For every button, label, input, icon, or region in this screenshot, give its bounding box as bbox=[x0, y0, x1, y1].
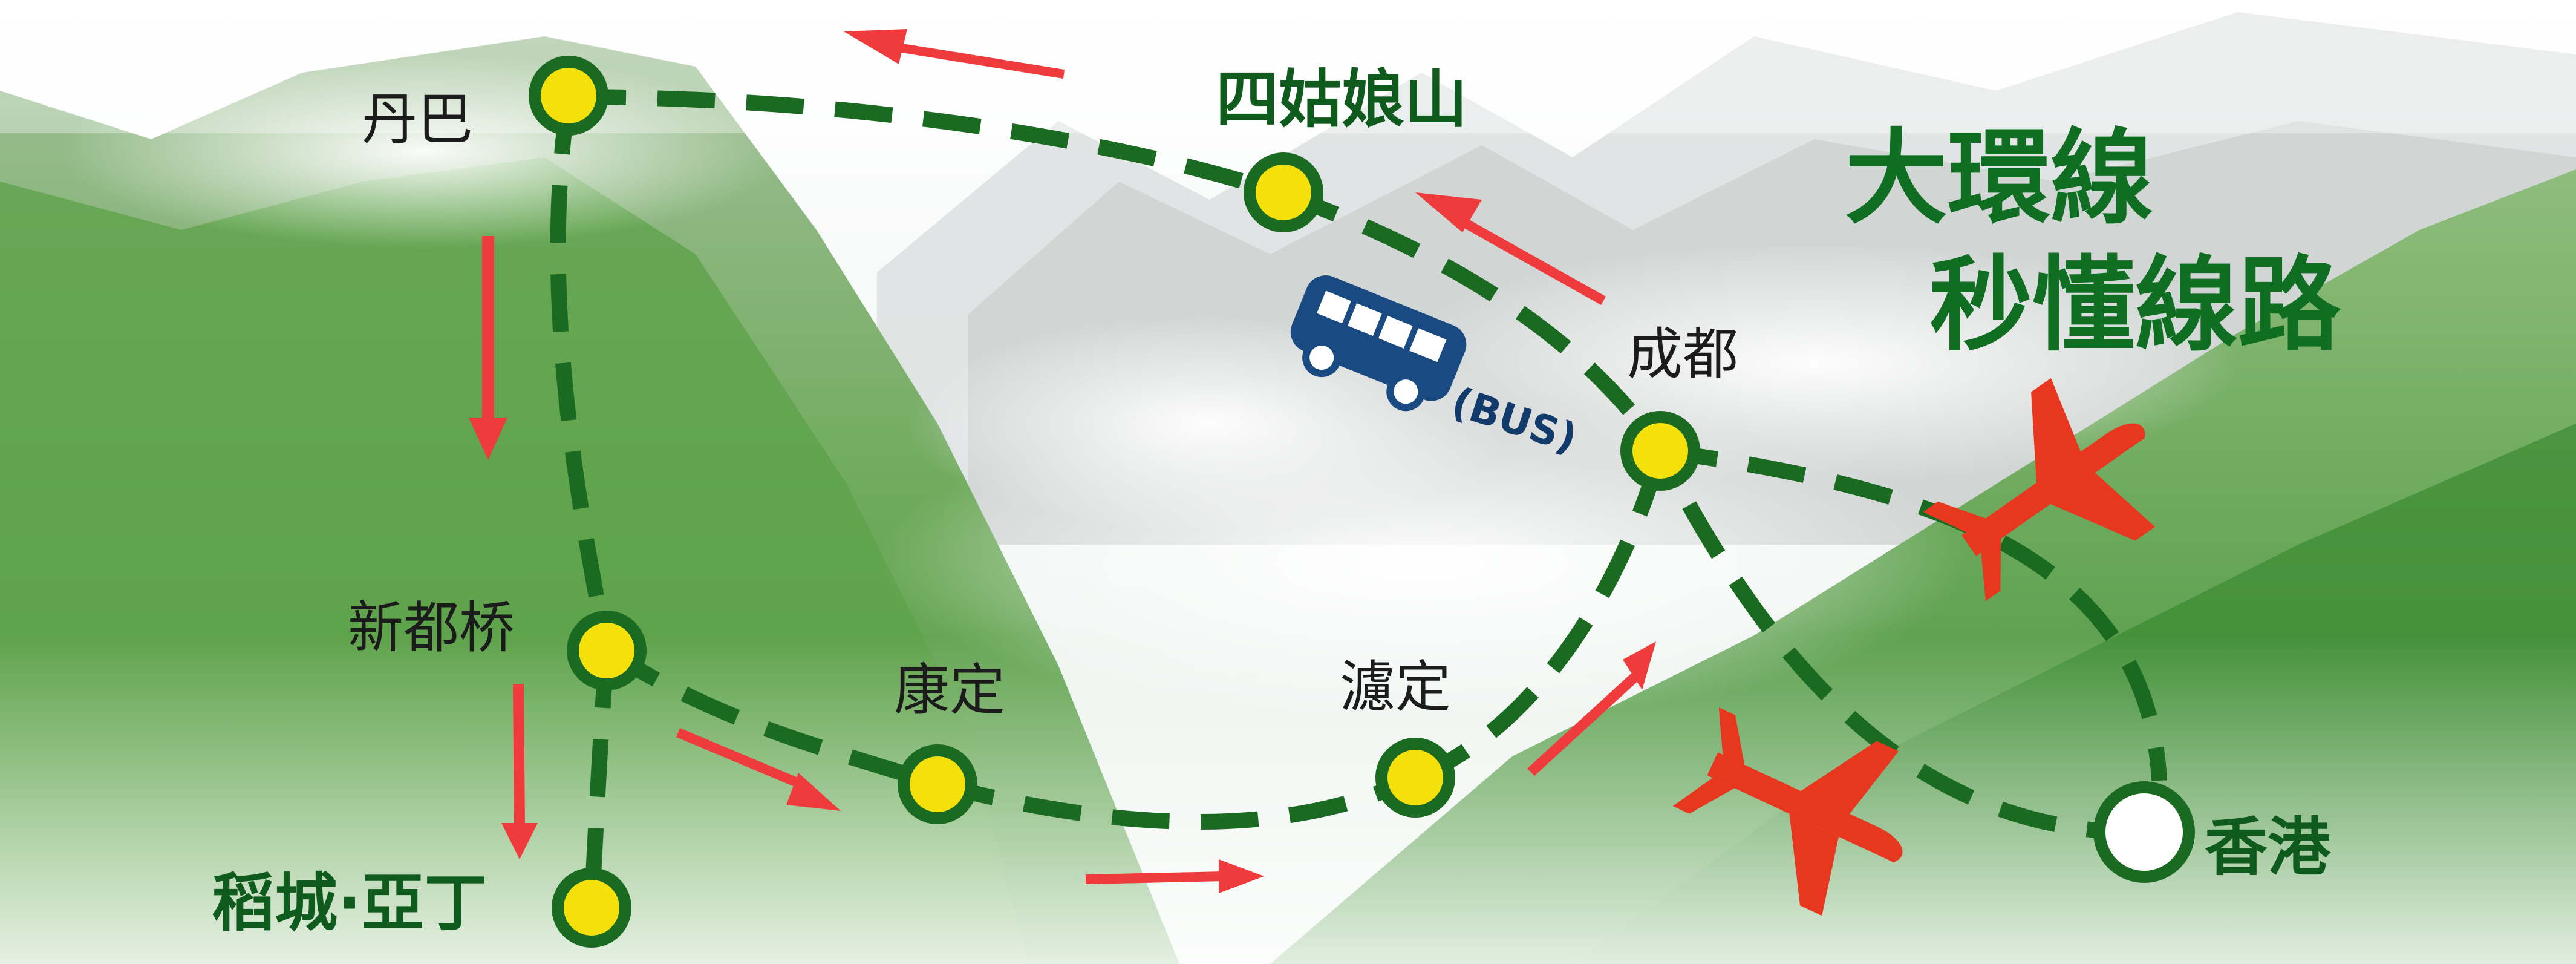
station-marker-danba bbox=[529, 56, 608, 136]
direction-arrow bbox=[1527, 641, 1656, 776]
route-siguniangshan-chengdu bbox=[1279, 186, 1667, 456]
station-marker-daocheng bbox=[552, 868, 631, 948]
station-marker-chengdu bbox=[1620, 411, 1700, 491]
station-marker-xinduqiao bbox=[567, 611, 647, 690]
station-marker-kangding bbox=[898, 744, 977, 824]
airplane-icon bbox=[1672, 707, 1903, 916]
station-label-danba: 丹巴 bbox=[362, 87, 474, 152]
station-label-siguniangshan: 四姑娘山 bbox=[1216, 62, 1468, 136]
map-title-line-2: 秒懂線路 bbox=[1929, 246, 2341, 366]
direction-arrow bbox=[1415, 192, 1606, 305]
bus-icon bbox=[1290, 275, 1467, 412]
route-hongkong-chengdu-air bbox=[1653, 447, 2145, 841]
direction-arrow bbox=[844, 29, 1065, 79]
direction-arrow bbox=[676, 728, 841, 811]
direction-arrow bbox=[1086, 859, 1264, 893]
direction-arrow bbox=[469, 236, 507, 460]
direction-arrow bbox=[501, 684, 538, 859]
route-kangding-luding bbox=[935, 770, 1419, 830]
route-luding-chengdu bbox=[1412, 448, 1668, 785]
station-label-daocheng-yading: 稻城·亞丁 bbox=[212, 866, 487, 940]
station-label-luding: 濾定 bbox=[1340, 655, 1452, 720]
map-title-line-1: 大環線 bbox=[1845, 119, 2154, 238]
airplane-icon bbox=[1923, 378, 2155, 602]
station-marker-luding bbox=[1375, 738, 1455, 818]
route-chengdu-hongkong-air bbox=[1659, 443, 2167, 781]
station-label-xinduqiao: 新都桥 bbox=[348, 595, 515, 660]
route-danba-siguniangshan bbox=[568, 89, 1285, 202]
station-label-kangding: 康定 bbox=[894, 658, 1006, 723]
route-danba-xinduqiao bbox=[550, 96, 615, 652]
station-label-hongkong: 香港 bbox=[2205, 810, 2331, 884]
station-label-chengdu: 成都 bbox=[1627, 322, 1739, 387]
station-marker-siguniangshan bbox=[1244, 152, 1323, 232]
route-xinduqiao-kangding bbox=[602, 644, 941, 792]
station-marker-hongkong bbox=[2093, 781, 2195, 883]
